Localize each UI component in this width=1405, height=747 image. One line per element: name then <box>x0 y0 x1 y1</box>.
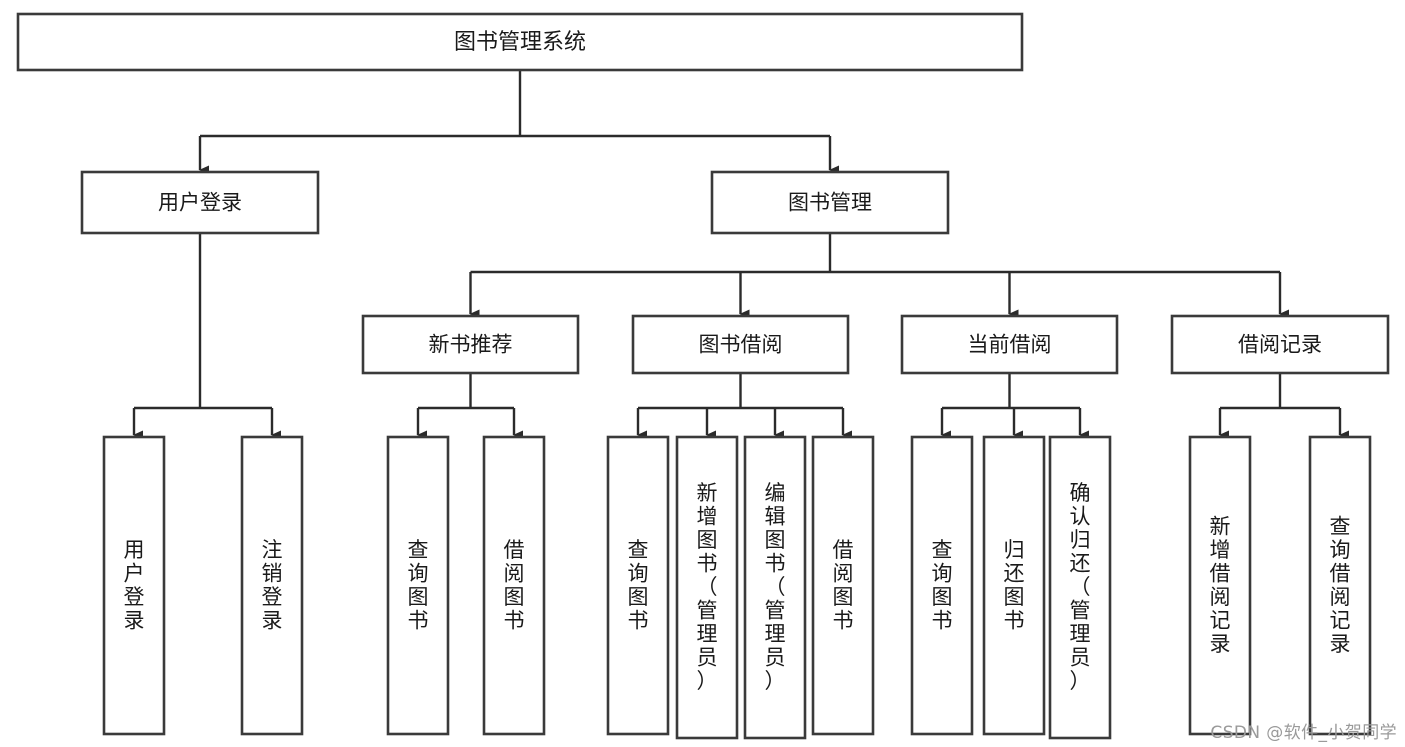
node-label-leaf-borrow-book-1: 借阅图书 <box>504 538 525 633</box>
node-label-leaf-return-book: 归还图书 <box>1004 538 1025 633</box>
node-box-leaf-query-book-3 <box>910 435 974 736</box>
node-box-leaf-query-record <box>1308 435 1372 736</box>
node-layer: 图书管理系统用户登录图书管理用户登录注销登录新书推荐查询图书借阅图书图书借阅查询… <box>16 12 1390 740</box>
node-leaf-query-book-1[interactable]: 查询图书 <box>386 435 450 736</box>
csdn-watermark: CSDN @软件_小贺同学 <box>1210 723 1397 743</box>
node-box-leaf-edit-book <box>743 435 807 740</box>
node-box-leaf-borrow-book-1 <box>482 435 546 736</box>
node-box-leaf-query-book-1 <box>386 435 450 736</box>
node-box-leaf-borrow-book-2 <box>811 435 875 736</box>
node-user-login[interactable]: 用户登录 <box>80 170 320 235</box>
node-label-leaf-query-book-3: 查询图书 <box>932 538 953 633</box>
node-box-new-book-recommend <box>361 314 580 375</box>
node-box-leaf-add-record <box>1188 435 1252 736</box>
node-label-leaf-user-login: 用户登录 <box>124 538 145 633</box>
node-book-borrow[interactable]: 图书借阅 <box>631 314 850 375</box>
node-label-user-login: 用户登录 <box>158 191 242 215</box>
node-label-new-book-recommend: 新书推荐 <box>429 333 513 357</box>
node-box-borrow-records <box>1170 314 1390 375</box>
node-label-leaf-edit-book: 编辑图书（管理员） <box>765 481 786 693</box>
node-box-leaf-confirm-return <box>1048 435 1112 740</box>
node-box-user-login <box>80 170 320 235</box>
node-leaf-borrow-book-1[interactable]: 借阅图书 <box>482 435 546 736</box>
node-label-leaf-query-record: 查询借阅记录 <box>1330 514 1351 656</box>
node-leaf-return-book[interactable]: 归还图书 <box>982 435 1046 736</box>
node-label-leaf-confirm-return: 确认归还（管理员） <box>1070 481 1091 693</box>
node-current-borrow[interactable]: 当前借阅 <box>900 314 1119 375</box>
node-label-book-borrow: 图书借阅 <box>699 333 783 357</box>
node-leaf-query-record[interactable]: 查询借阅记录 <box>1308 435 1372 736</box>
node-leaf-borrow-book-2[interactable]: 借阅图书 <box>811 435 875 736</box>
node-new-book-recommend[interactable]: 新书推荐 <box>361 314 580 375</box>
node-book-management[interactable]: 图书管理 <box>710 170 950 235</box>
node-box-book-management <box>710 170 950 235</box>
node-box-leaf-add-book <box>675 435 739 740</box>
node-leaf-user-login[interactable]: 用户登录 <box>102 435 166 736</box>
node-leaf-confirm-return[interactable]: 确认归还（管理员） <box>1048 435 1112 740</box>
node-box-leaf-return-book <box>982 435 1046 736</box>
node-borrow-records[interactable]: 借阅记录 <box>1170 314 1390 375</box>
node-leaf-add-record[interactable]: 新增借阅记录 <box>1188 435 1252 736</box>
node-label-root: 图书管理系统 <box>454 30 586 55</box>
node-root[interactable]: 图书管理系统 <box>16 12 1024 72</box>
connector-layer <box>132 70 1349 440</box>
node-box-book-borrow <box>631 314 850 375</box>
node-leaf-query-book-3[interactable]: 查询图书 <box>910 435 974 736</box>
node-label-borrow-records: 借阅记录 <box>1238 333 1322 357</box>
node-leaf-add-book[interactable]: 新增图书（管理员） <box>675 435 739 740</box>
node-box-current-borrow <box>900 314 1119 375</box>
node-label-leaf-user-logout: 注销登录 <box>262 538 283 633</box>
node-label-leaf-query-book-1: 查询图书 <box>408 538 429 633</box>
node-box-leaf-user-logout <box>240 435 304 736</box>
node-label-leaf-add-book: 新增图书（管理员） <box>697 481 718 693</box>
node-box-leaf-user-login <box>102 435 166 736</box>
node-box-root <box>16 12 1024 72</box>
node-box-leaf-query-book-2 <box>606 435 670 736</box>
node-leaf-query-book-2[interactable]: 查询图书 <box>606 435 670 736</box>
node-leaf-user-logout[interactable]: 注销登录 <box>240 435 304 736</box>
node-label-book-management: 图书管理 <box>788 191 872 215</box>
node-leaf-edit-book[interactable]: 编辑图书（管理员） <box>743 435 807 740</box>
node-label-leaf-add-record: 新增借阅记录 <box>1210 514 1231 656</box>
node-label-leaf-query-book-2: 查询图书 <box>628 538 649 633</box>
node-label-leaf-borrow-book-2: 借阅图书 <box>833 538 854 633</box>
node-label-current-borrow: 当前借阅 <box>968 333 1052 357</box>
